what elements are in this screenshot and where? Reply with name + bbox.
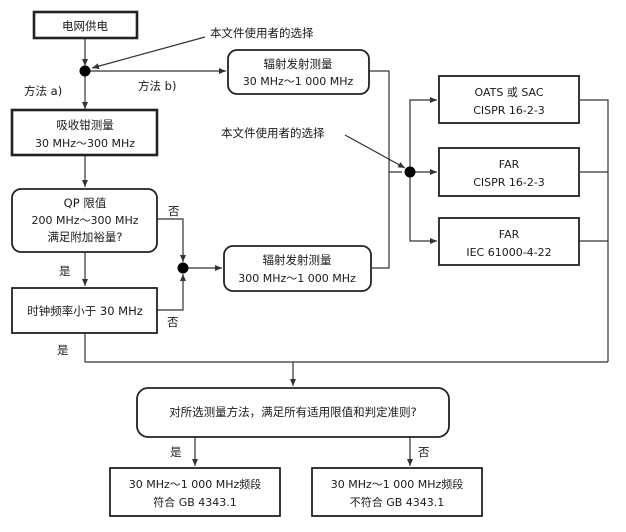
clock-frequency-box: 时钟频率小于 30 MHz xyxy=(11,287,158,334)
qp-line-3: 满足附加裕量? xyxy=(47,230,122,244)
noncomply-line-2: 不符合 GB 4343.1 xyxy=(350,495,445,509)
decision-yes-label: 是 xyxy=(170,445,182,459)
qp-line-2: 200 MHz～300 MHz xyxy=(31,214,138,227)
junction-dot-method xyxy=(79,65,91,77)
qp-no-label: 否 xyxy=(168,204,180,218)
qp-yes-label: 是 xyxy=(59,264,71,278)
clamp-measurement-box: 吸收钳测量 30 MHz～300 MHz xyxy=(10,108,159,157)
decision-box: 对所选测量方法，满足所有适用限值和判定准则? xyxy=(136,387,450,438)
noncomply-box: 30 MHz～1 000 MHz频段 不符合 GB 4343.1 xyxy=(311,467,483,517)
clock-no-label: 否 xyxy=(167,315,179,329)
method-b-label: 方法 b) xyxy=(138,79,176,93)
clamp-range: 30 MHz～300 MHz xyxy=(35,137,135,150)
clock-label: 时钟频率小于 30 MHz xyxy=(27,304,143,318)
connectors xyxy=(82,36,609,466)
far-iec-box: FAR IEC 61000-4-22 xyxy=(438,217,580,266)
user-choice-label-2: 本文件使用者的选择 xyxy=(221,126,325,140)
radiated-30-1000-box: 辐射发射测量 30 MHz～1 000 MHz xyxy=(227,49,370,95)
oats-line-1: OATS 或 SAC xyxy=(474,86,543,99)
grid-power-label: 电网供电 xyxy=(62,19,108,33)
method-a-label: 方法 a) xyxy=(24,84,62,98)
clamp-title: 吸收钳测量 xyxy=(56,118,114,132)
far1-line-1: FAR xyxy=(499,158,520,171)
junction-dot-radiated xyxy=(177,262,189,274)
comply-line-2: 符合 GB 4343.1 xyxy=(153,495,237,509)
rad1-title: 辐射发射测量 xyxy=(264,57,333,71)
noncomply-line-1: 30 MHz～1 000 MHz频段 xyxy=(331,477,464,491)
oats-sac-box: OATS 或 SAC CISPR 16-2-3 xyxy=(438,75,580,124)
rad1-range: 30 MHz～1 000 MHz xyxy=(243,75,354,88)
far-cispr-box: FAR CISPR 16-2-3 xyxy=(438,147,580,197)
comply-line-1: 30 MHz～1 000 MHz频段 xyxy=(129,477,262,491)
radiated-300-1000-box: 辐射发射测量 300 MHz～1 000 MHz xyxy=(223,245,372,292)
comply-box: 30 MHz～1 000 MHz频段 符合 GB 4343.1 xyxy=(109,467,281,517)
decision-question: 对所选测量方法，满足所有适用限值和判定准则? xyxy=(169,405,417,419)
qp-limit-box: QP 限值 200 MHz～300 MHz 满足附加裕量? xyxy=(11,188,158,253)
grid-power-box: 电网供电 xyxy=(32,10,139,40)
decision-no-label: 否 xyxy=(418,445,430,459)
clock-yes-label: 是 xyxy=(57,343,69,357)
oats-line-2: CISPR 16-2-3 xyxy=(473,104,545,117)
far1-line-2: CISPR 16-2-3 xyxy=(473,176,545,189)
far2-line-1: FAR xyxy=(499,228,520,241)
rad2-title: 辐射发射测量 xyxy=(263,253,332,267)
rad2-range: 300 MHz～1 000 MHz xyxy=(238,272,356,285)
junction-dot-site xyxy=(404,166,416,178)
user-choice-label-1: 本文件使用者的选择 xyxy=(210,26,314,40)
far2-line-2: IEC 61000-4-22 xyxy=(466,246,551,259)
qp-line-1: QP 限值 xyxy=(64,196,107,210)
